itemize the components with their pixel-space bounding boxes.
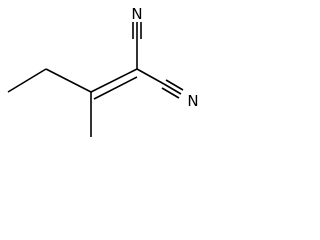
double-bond-c3-c4-outer xyxy=(90,68,138,93)
nitrogen-label-bottom: N xyxy=(187,92,198,110)
double-bond-c3-c4-inner xyxy=(93,76,138,100)
triple-bond-bottom-2 xyxy=(165,79,184,91)
bond-c1-c2 xyxy=(7,68,47,93)
triple-bond-bottom-1 xyxy=(163,83,182,95)
bond-c4-nitrile-bottom xyxy=(136,68,165,85)
nitrogen-label-top: N xyxy=(131,5,142,23)
bond-c2-c3 xyxy=(45,68,92,93)
structure-svg: N N xyxy=(7,5,199,137)
triple-bond-bottom-3 xyxy=(161,87,180,99)
